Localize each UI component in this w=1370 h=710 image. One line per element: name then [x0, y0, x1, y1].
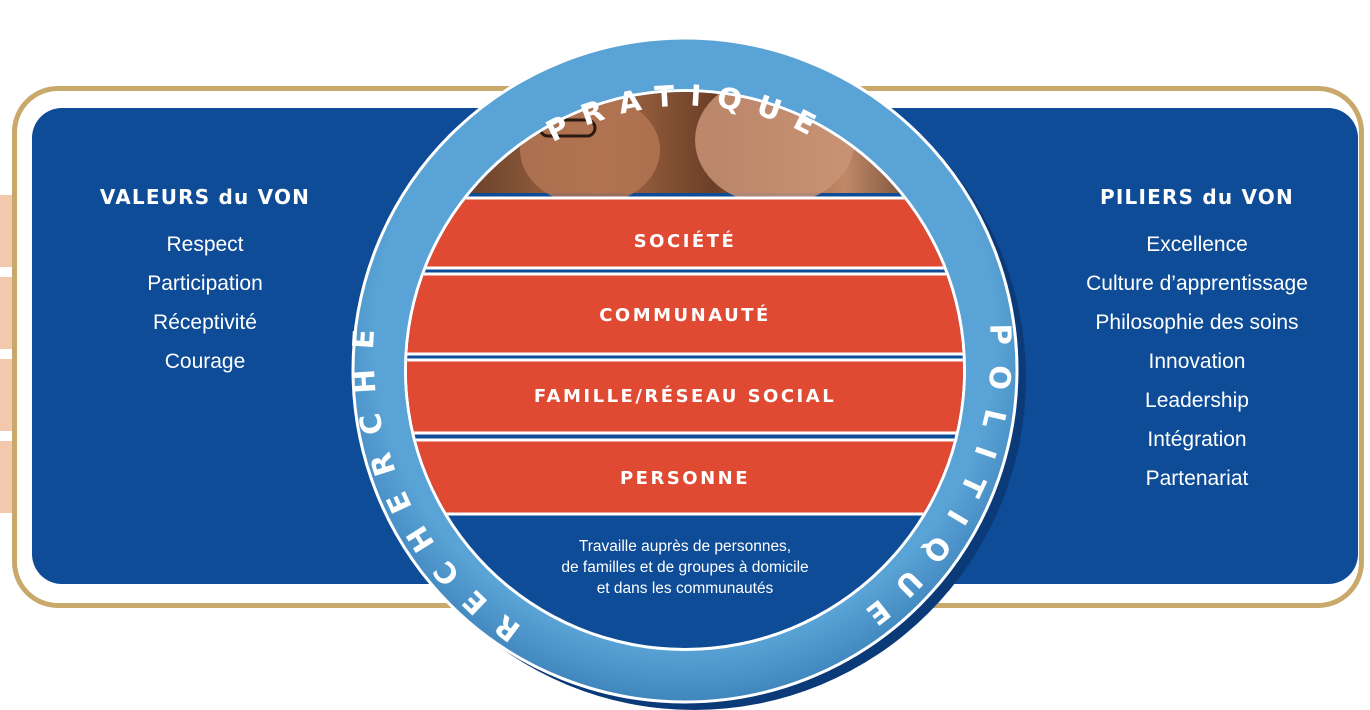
side-tabs — [0, 195, 14, 523]
role-caption: Travaille auprès de personnes, de famill… — [508, 536, 862, 599]
ring-outline — [351, 36, 1019, 704]
levels-stack — [407, 196, 963, 516]
side-tab — [0, 195, 14, 267]
level-bar-personne — [407, 438, 963, 516]
level-communaute: COMMUNAUTÉ — [599, 304, 771, 326]
pillars-panel: PILIERS du VON Excellence Culture d’appr… — [1032, 185, 1362, 498]
value-item: Participation — [147, 272, 263, 295]
values-list: Respect Participation Réceptivité Courag… — [40, 225, 370, 381]
value-item: Courage — [164, 350, 246, 373]
caption-line: de familles et de groupes à domicile — [561, 559, 809, 576]
level-famille: FAMILLE/RÉSEAU SOCIAL — [534, 385, 836, 407]
pillar-item: Partenariat — [1145, 467, 1249, 490]
value-item: Respect — [166, 233, 244, 256]
level-bar-societe — [407, 196, 963, 270]
caption-line: et dans les communautés — [596, 580, 774, 597]
values-title: VALEURS du VON — [99, 185, 311, 209]
pillar-item: Innovation — [1148, 350, 1246, 373]
side-tab — [0, 441, 14, 513]
value-item: Réceptivité — [153, 311, 257, 334]
pillar-item: Culture d’apprentissage — [1086, 272, 1308, 295]
pillar-item: Philosophie des soins — [1095, 311, 1299, 334]
pillar-item: Excellence — [1146, 233, 1248, 256]
level-bar-communaute — [407, 272, 963, 356]
caption-line: Travaille auprès de personnes, — [578, 538, 792, 555]
level-bar-famille — [407, 358, 963, 435]
pillar-item: Leadership — [1145, 389, 1249, 412]
pillars-list: Excellence Culture d’apprentissage Philo… — [1032, 225, 1362, 498]
level-personne: PERSONNE — [620, 468, 750, 489]
side-tab — [0, 359, 14, 431]
level-societe: SOCIÉTÉ — [634, 230, 737, 252]
pillar-item: Intégration — [1147, 428, 1247, 451]
side-tab — [0, 277, 14, 349]
values-panel: VALEURS du VON Respect Participation Réc… — [40, 185, 370, 381]
pillars-title: PILIERS du VON — [1100, 185, 1294, 209]
